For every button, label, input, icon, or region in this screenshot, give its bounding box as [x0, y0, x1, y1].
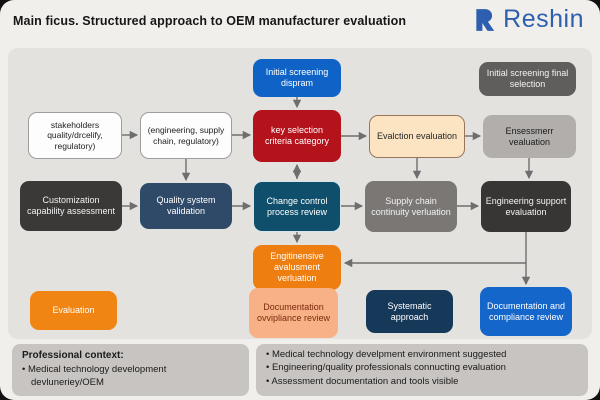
brand-logo: Reshin: [472, 5, 584, 34]
node-documentation-compliance: Documentation and compliance review: [480, 287, 572, 336]
node-engineering-support-evaluation: Engineering support evaluation: [481, 181, 571, 232]
node-engineering-supply-regulatory: (engineering, supply chain, regulatory): [140, 112, 232, 159]
node-customization-capability: Customization capability assessment: [20, 181, 122, 231]
node-initial-screening-dispram: Initial screening dispram: [253, 59, 341, 97]
node-stakeholders: stakeholders quality/drcelify, regulator…: [28, 112, 122, 159]
notes-bullet: Medical technology develpment environmen…: [266, 348, 578, 361]
node-supply-chain-continuity: Supply chain continuity verluation: [365, 181, 457, 232]
node-evalction-evaluation: Evalction evaluation: [369, 115, 465, 158]
node-change-control-process: Change control process review: [253, 181, 341, 232]
brand-name: Reshin: [503, 5, 584, 33]
node-initial-screening-final-selection: Initial screening final selection: [479, 62, 576, 96]
context-bullet: Medical technology development devluneri…: [22, 363, 239, 390]
node-ensessmerr-vealuation: Ensessmerr vealuation: [483, 115, 576, 158]
node-documentation-ovvipliance: Documentation ovvipliance review: [249, 288, 338, 338]
notes-bullet: Engineering/quality professionals connuc…: [266, 361, 578, 374]
node-systematic-approach: Systematic approach: [366, 290, 453, 333]
reshin-logo-icon: [476, 8, 495, 31]
professional-context-panel: Professional context: Medical technology…: [12, 344, 249, 396]
node-key-selection-criteria: key selection criteria category: [253, 110, 341, 162]
node-engitinensive-avalusment: Engitinensive avalusment verluation: [253, 245, 341, 290]
professional-context-title: Professional context:: [22, 350, 124, 361]
node-quality-system-validation: Quality system validation: [140, 183, 232, 229]
page-title: Main ficus. Structured approach to OEM m…: [13, 14, 407, 28]
notes-panel: Medical technology develpment environmen…: [256, 344, 588, 396]
node-evaluation: Evaluation: [30, 291, 117, 330]
notes-bullet: Assessment documentation and tools visib…: [266, 375, 578, 388]
